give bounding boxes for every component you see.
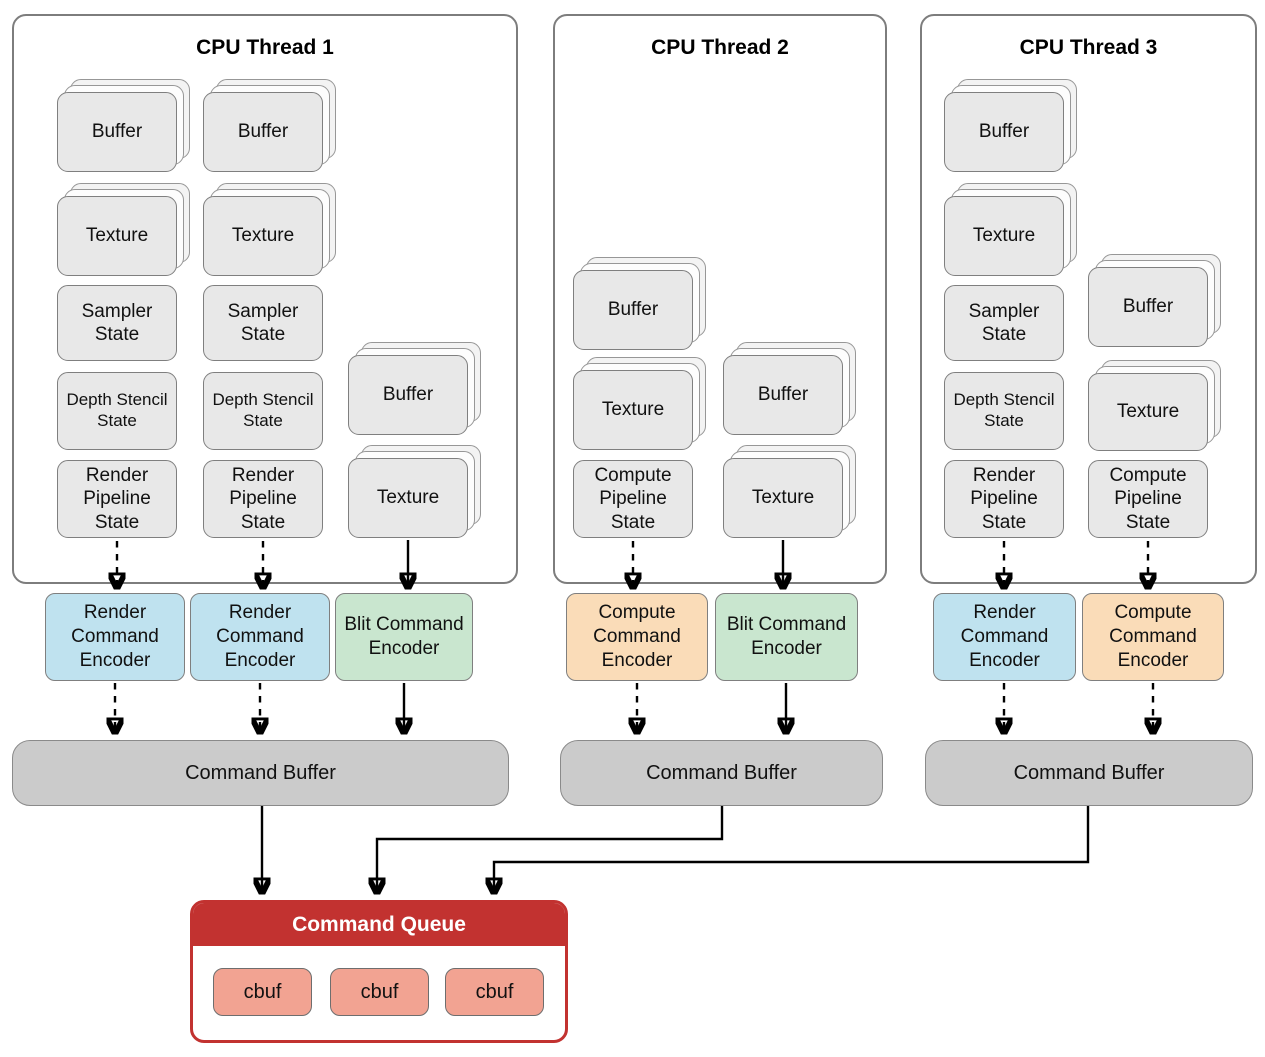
cpu-thread-3-title: CPU Thread 3 (1019, 36, 1158, 59)
t1-render-command-encoder-1: Render Command Encoder (45, 593, 185, 681)
t3-depth-stencil-state: Depth Stencil State (944, 372, 1064, 450)
t3-render-command-encoder: Render Command Encoder (933, 593, 1076, 681)
t1-render-pipeline-state-1: Render Pipeline State (57, 460, 177, 538)
t1-texture-stack-1: Texture (57, 183, 190, 276)
t1-buffer-stack-3: Buffer (348, 342, 481, 435)
cbuf-2: cbuf (330, 968, 429, 1016)
t1-depth-stencil-state-1: Depth Stencil State (57, 372, 177, 450)
t1-buffer-stack-1: Buffer (57, 79, 190, 172)
t1-render-command-encoder-2: Render Command Encoder (190, 593, 330, 681)
t3-render-pipeline-state: Render Pipeline State (944, 460, 1064, 538)
t2-buffer-1: Buffer (573, 270, 693, 350)
t3-buffer-2: Buffer (1088, 267, 1208, 347)
t2-blit-command-encoder: Blit Command Encoder (715, 593, 858, 681)
t1-texture-1: Texture (57, 196, 177, 276)
t1-buffer-stack-2: Buffer (203, 79, 336, 172)
t3-texture-stack-1: Texture (944, 183, 1077, 276)
t3-buffer-1: Buffer (944, 92, 1064, 172)
cpu-thread-2-title: CPU Thread 2 (651, 36, 789, 59)
arrow-cb3-to-queue (494, 806, 1090, 890)
t3-texture-stack-2: Texture (1088, 360, 1221, 451)
t1-buffer-1: Buffer (57, 92, 177, 172)
cpu-thread-1-title: CPU Thread 1 (196, 36, 334, 59)
t2-compute-command-encoder: Compute Command Encoder (566, 593, 708, 681)
t1-buffer-2: Buffer (203, 92, 323, 172)
t2-compute-pipeline-state: Compute Pipeline State (573, 460, 693, 538)
t1-depth-stencil-state-2: Depth Stencil State (203, 372, 323, 450)
t2-buffer-stack-2: Buffer (723, 342, 856, 435)
t3-command-buffer: Command Buffer (925, 740, 1253, 806)
t3-compute-pipeline-state: Compute Pipeline State (1088, 460, 1208, 538)
t1-render-pipeline-state-2: Render Pipeline State (203, 460, 323, 538)
arrow-cb2-to-queue (377, 806, 724, 890)
cbuf-3: cbuf (445, 968, 544, 1016)
t2-texture-stack-1: Texture (573, 357, 706, 450)
t1-sampler-state-2: Sampler State (203, 285, 323, 361)
command-queue: Command Queue cbuf cbuf cbuf (190, 900, 568, 1043)
t1-command-buffer: Command Buffer (12, 740, 509, 806)
t1-sampler-state-1: Sampler State (57, 285, 177, 361)
t1-texture-stack-2: Texture (203, 183, 336, 276)
t3-buffer-stack-2: Buffer (1088, 254, 1221, 347)
t1-texture-3: Texture (348, 458, 468, 538)
cbuf-1: cbuf (213, 968, 312, 1016)
t3-sampler-state: Sampler State (944, 285, 1064, 361)
t3-buffer-stack-1: Buffer (944, 79, 1077, 172)
t1-texture-2: Texture (203, 196, 323, 276)
t2-buffer-stack-1: Buffer (573, 257, 706, 350)
t2-command-buffer: Command Buffer (560, 740, 883, 806)
t2-texture-stack-2: Texture (723, 445, 856, 538)
t2-texture-1: Texture (573, 370, 693, 450)
command-queue-header: Command Queue (193, 903, 565, 946)
t3-texture-2: Texture (1088, 373, 1208, 451)
t3-compute-command-encoder: Compute Command Encoder (1082, 593, 1224, 681)
t3-texture-1: Texture (944, 196, 1064, 276)
t2-buffer-2: Buffer (723, 355, 843, 435)
t1-blit-command-encoder: Blit Command Encoder (335, 593, 473, 681)
t2-texture-2: Texture (723, 458, 843, 538)
t1-buffer-3: Buffer (348, 355, 468, 435)
t1-texture-stack-3: Texture (348, 445, 481, 538)
